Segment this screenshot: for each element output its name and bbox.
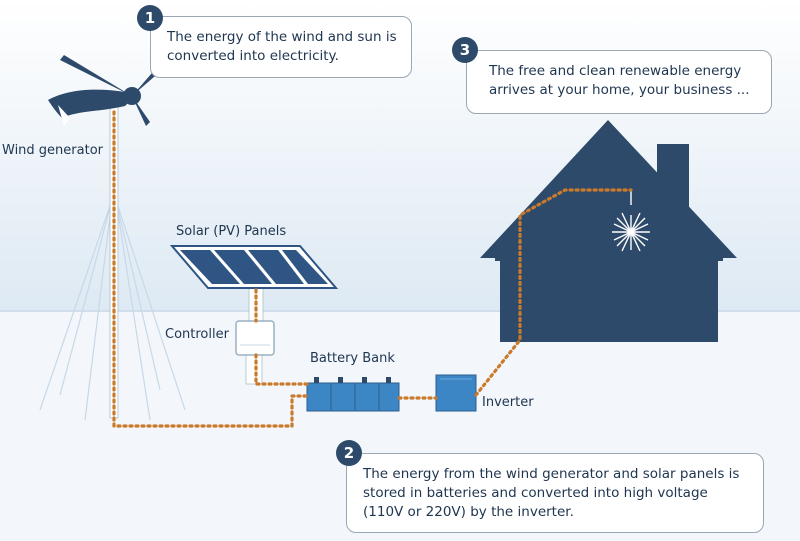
controller-label: Controller <box>165 327 229 342</box>
inverter-box <box>435 374 477 412</box>
callout-3-text: The free and clean renewable energy arri… <box>489 63 750 98</box>
step-2-badge: 2 <box>336 440 362 466</box>
wind-generator-label: Wind generator <box>2 143 103 158</box>
inverter-label: Inverter <box>482 395 534 410</box>
step-3-badge: 3 <box>452 37 478 63</box>
callout-step-2: The energy from the wind generator and s… <box>346 453 764 533</box>
callout-step-1: The energy of the wind and sun is conver… <box>150 16 412 78</box>
light-burst-icon <box>612 190 650 252</box>
callout-step-3: The free and clean renewable energy arri… <box>466 50 772 114</box>
wind-turbine <box>48 55 162 126</box>
energy-wires <box>112 110 633 428</box>
callout-1-text: The energy of the wind and sun is conver… <box>167 29 397 64</box>
callout-2-text: The energy from the wind generator and s… <box>363 466 740 520</box>
battery-bank <box>306 377 400 412</box>
controller-box <box>235 320 275 356</box>
solar-panels-label: Solar (PV) Panels <box>176 224 287 239</box>
solar-panel-array <box>169 245 339 289</box>
step-1-badge: 1 <box>137 5 163 31</box>
controller-post <box>245 351 263 385</box>
battery-bank-label: Battery Bank <box>310 351 395 366</box>
tower-guy-wires <box>39 199 186 421</box>
